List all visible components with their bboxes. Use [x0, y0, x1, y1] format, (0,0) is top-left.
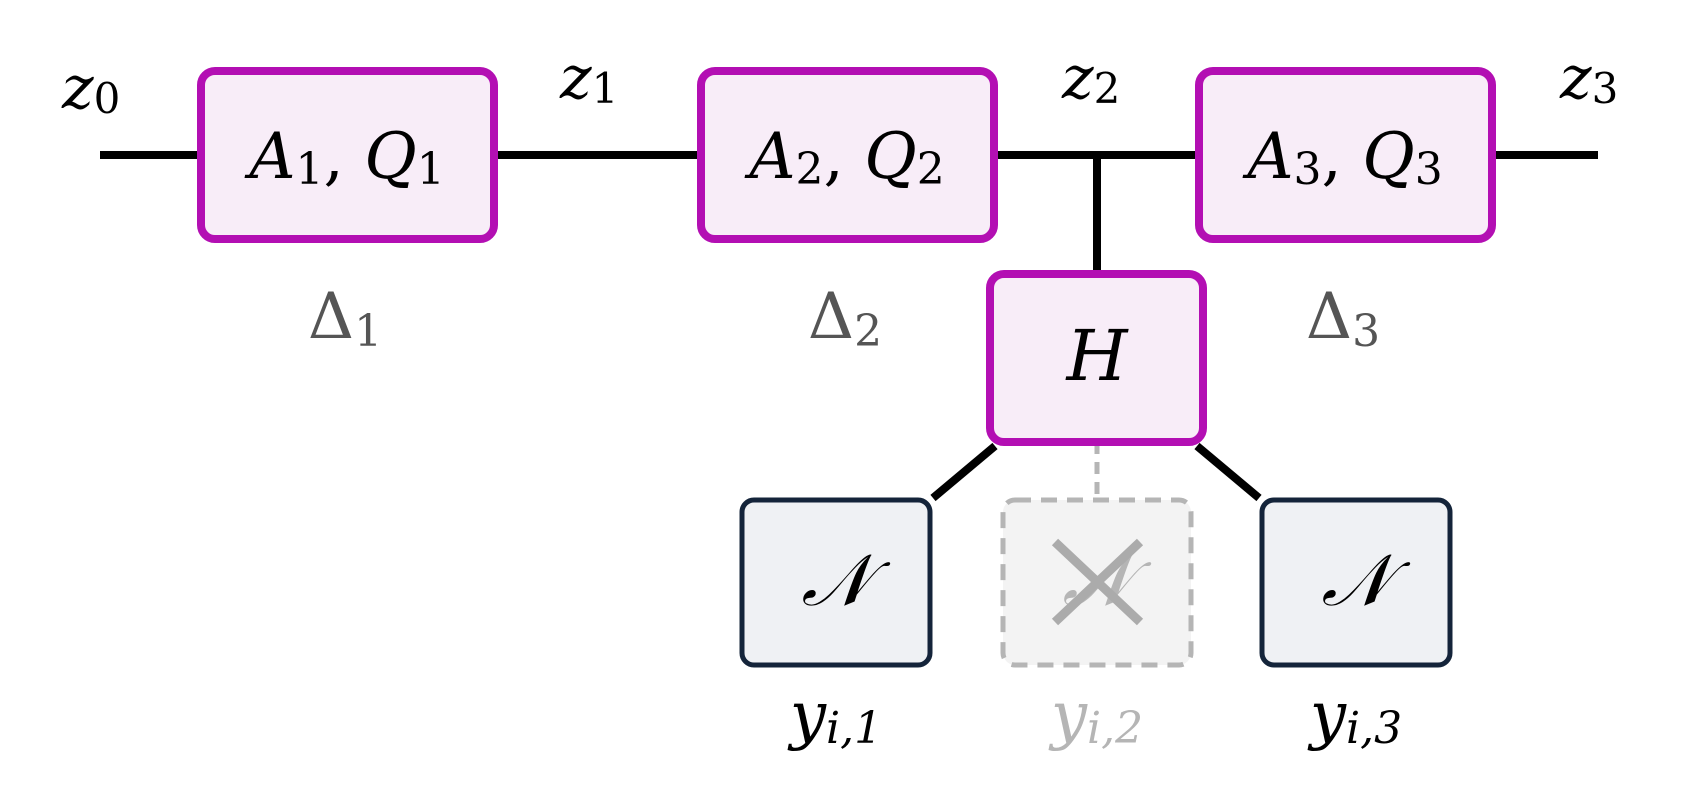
- transition-block-1: A1, Q1: [197, 67, 498, 243]
- observation-operator-box: [986, 270, 1207, 446]
- observation-label-2: yi,2: [1048, 679, 1143, 754]
- edge-h-obs3: [1194, 442, 1262, 502]
- state-label-z3: z3: [1559, 43, 1618, 113]
- transition-label-2: A2, Q2: [744, 120, 944, 195]
- delta-label-3: Δ3: [1306, 280, 1380, 357]
- state-label-z2: z2: [1061, 43, 1120, 113]
- observation-label-1: yi,1: [787, 679, 882, 754]
- observation-3: 𝒩 yi,3: [1259, 497, 1453, 754]
- delta-label-1: Δ1: [308, 280, 382, 357]
- transition-label-1: A1, Q1: [244, 120, 444, 195]
- noise-box-1: [739, 497, 933, 668]
- chain-lines: [100, 151, 1598, 502]
- observation-operator-label: H: [1064, 315, 1129, 397]
- delta-label-2: Δ2: [808, 280, 882, 357]
- observation-1: 𝒩 yi,1: [739, 497, 933, 754]
- missing-cross-icon: [1051, 538, 1144, 626]
- noise-box-3: [1259, 497, 1453, 668]
- observation-2-missing: 𝒩 yi,2: [1000, 497, 1194, 754]
- transition-box-3: [1195, 67, 1496, 243]
- transition-block-2: A2, Q2: [697, 67, 998, 243]
- state-label-z0: z0: [61, 53, 120, 123]
- transition-box-1: [197, 67, 498, 243]
- state-label-z1: z1: [559, 43, 618, 113]
- transition-block-3: A3, Q3: [1195, 67, 1496, 243]
- edge-h-obs1: [930, 442, 998, 502]
- transition-box-2: [697, 67, 998, 243]
- observation-operator: H: [986, 270, 1207, 446]
- observation-label-3: yi,3: [1307, 679, 1402, 754]
- transition-label-3: A3, Q3: [1242, 120, 1442, 195]
